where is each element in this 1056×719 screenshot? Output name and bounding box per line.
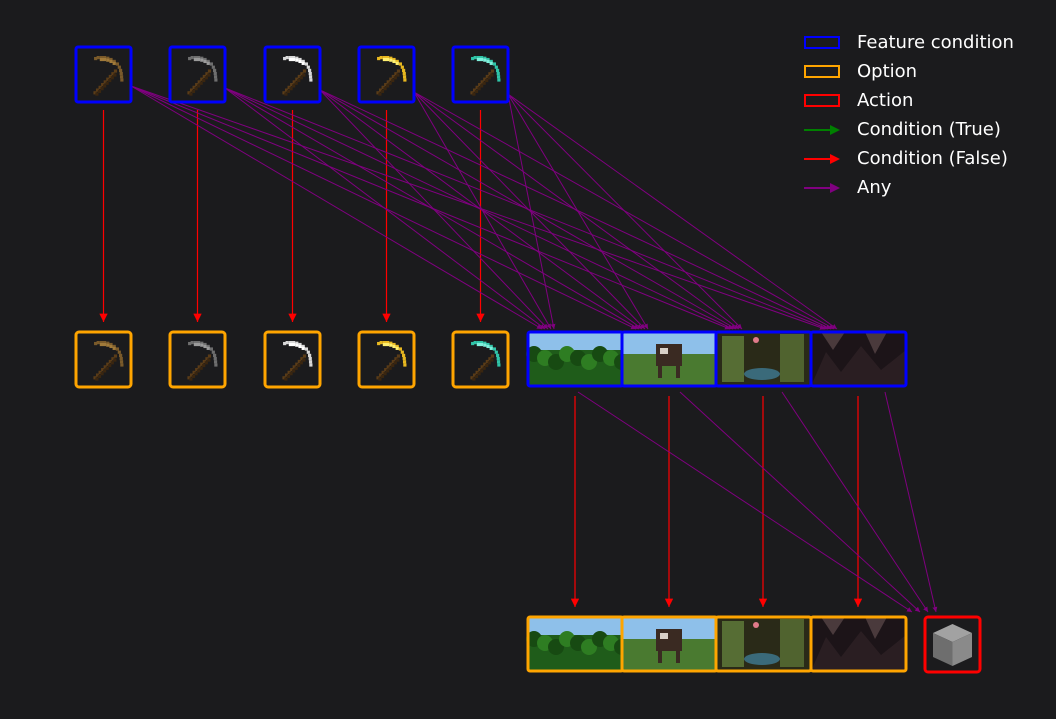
any-arrow-icon xyxy=(802,180,842,196)
stone-pickaxe-option xyxy=(168,330,227,389)
any-edge xyxy=(224,87,640,330)
diamond-pickaxe-condition xyxy=(451,45,510,104)
any-edge xyxy=(781,391,929,613)
nodes-layer xyxy=(74,45,982,674)
plains-cow-scene-condition xyxy=(620,330,719,388)
condition-true-arrow-icon xyxy=(802,122,842,138)
legend-item-action: Action xyxy=(802,86,1014,115)
forest-scene-option xyxy=(526,615,630,673)
any-edge xyxy=(507,93,556,330)
dark-cave-scene-condition xyxy=(809,330,908,388)
stone-block-action xyxy=(923,615,982,674)
any-edge xyxy=(413,91,646,330)
edges-layer xyxy=(99,85,938,613)
legend-item-condition-false: Condition (False) xyxy=(802,144,1014,173)
legend-item-any: Any xyxy=(802,173,1014,202)
any-edge xyxy=(507,93,838,330)
any-edge xyxy=(884,391,938,613)
iron-pickaxe-condition xyxy=(263,45,322,104)
any-edge xyxy=(679,391,921,613)
diamond-pickaxe-option xyxy=(451,330,510,389)
any-edge xyxy=(413,91,740,330)
wooden-pickaxe-option xyxy=(74,330,133,389)
legend-label: Condition (False) xyxy=(857,148,1008,169)
any-edge xyxy=(319,89,643,330)
legend-label: Feature condition xyxy=(857,32,1014,53)
forest-scene-condition xyxy=(526,330,630,388)
lush-cave-scene-option xyxy=(714,615,813,673)
any-edge xyxy=(507,93,649,330)
legend-label: Action xyxy=(857,90,914,111)
legend-item-option: Option xyxy=(802,57,1014,86)
dark-cave-scene-option xyxy=(809,615,908,673)
lush-cave-scene-condition xyxy=(714,330,813,388)
legend: Feature condition Option Action Conditio… xyxy=(802,28,1014,202)
legend-label: Option xyxy=(857,61,918,82)
feature-condition-swatch xyxy=(802,35,842,51)
golden-pickaxe-condition xyxy=(357,45,416,104)
any-edge xyxy=(577,391,913,613)
legend-label: Any xyxy=(857,177,892,198)
any-edge xyxy=(224,87,546,330)
any-edge xyxy=(413,91,552,330)
any-edge xyxy=(507,93,743,330)
golden-pickaxe-option xyxy=(357,330,416,389)
condition-false-arrow-icon xyxy=(802,151,842,167)
wooden-pickaxe-condition xyxy=(74,45,133,104)
action-swatch xyxy=(802,93,842,109)
legend-label: Condition (True) xyxy=(857,119,1001,140)
stone-pickaxe-condition xyxy=(168,45,227,104)
legend-item-feature-condition: Feature condition xyxy=(802,28,1014,57)
plains-cow-scene-option xyxy=(620,615,719,673)
any-edge xyxy=(319,89,549,330)
any-edge xyxy=(130,85,543,330)
option-swatch xyxy=(802,64,842,80)
iron-pickaxe-option xyxy=(263,330,322,389)
legend-item-condition-true: Condition (True) xyxy=(802,115,1014,144)
